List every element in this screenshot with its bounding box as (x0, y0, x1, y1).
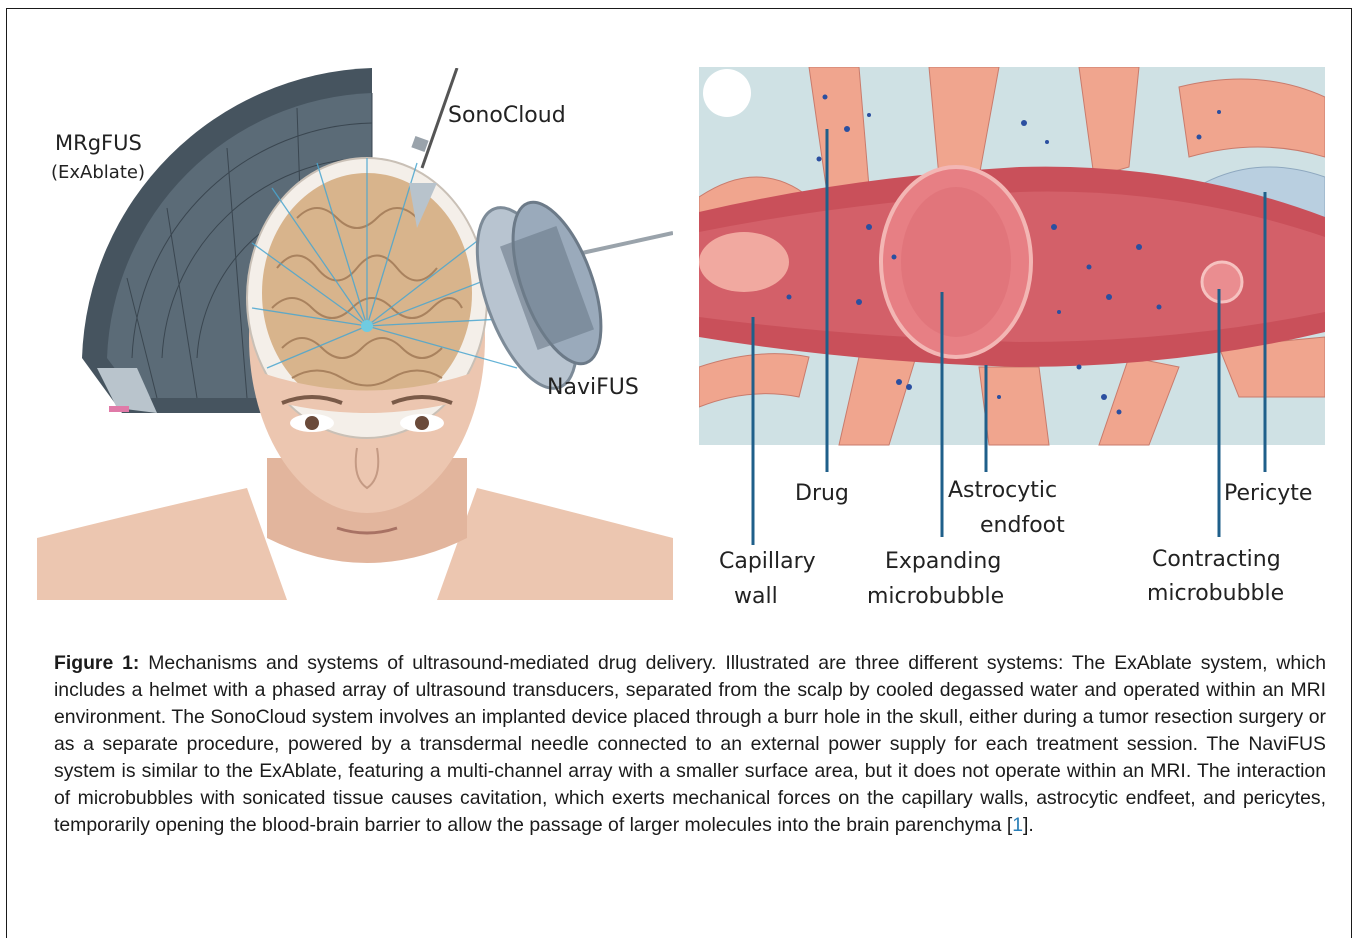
ultrasound-systems-illustration: MRgFUS (ExAblate) SonoCloud NaviFUS (37, 68, 673, 600)
blood-brain-barrier-illustration: Capillary wall Drug Astrocytic endfoot E… (699, 67, 1325, 612)
capillary-label-line1: Capillary (719, 549, 816, 574)
corner-marker (703, 69, 751, 117)
contracting-label-line2: microbubble (1147, 581, 1284, 606)
caption-label: Figure 1: (54, 652, 139, 674)
figure-caption: Figure 1: Mechanisms and systems of ultr… (54, 650, 1326, 839)
drug-label: Drug (795, 481, 849, 506)
contracting-microbubble (1202, 262, 1242, 302)
expanding-microbubble (881, 167, 1031, 357)
caption-text: Mechanisms and systems of ultrasound-med… (54, 652, 1326, 836)
contracting-label-line1: Contracting (1152, 547, 1281, 572)
astrocytic-label-line1: Astrocytic (948, 478, 1057, 503)
pericyte-label: Pericyte (1224, 481, 1312, 506)
expanding-label-line1: Expanding (885, 549, 1001, 574)
mrgfus-label: MRgFUS (55, 131, 142, 155)
caption-end: ]. (1023, 814, 1034, 836)
navifus-device (457, 191, 673, 401)
expanding-label-line2: microbubble (867, 584, 1004, 609)
exablate-label: (ExAblate) (51, 162, 145, 183)
astrocytic-label-line2: endfoot (980, 513, 1065, 538)
capillary-label-line2: wall (734, 584, 778, 609)
citation-link[interactable]: 1 (1012, 814, 1023, 836)
navifus-label: NaviFUS (547, 375, 639, 400)
sonocloud-label: SonoCloud (448, 103, 566, 128)
